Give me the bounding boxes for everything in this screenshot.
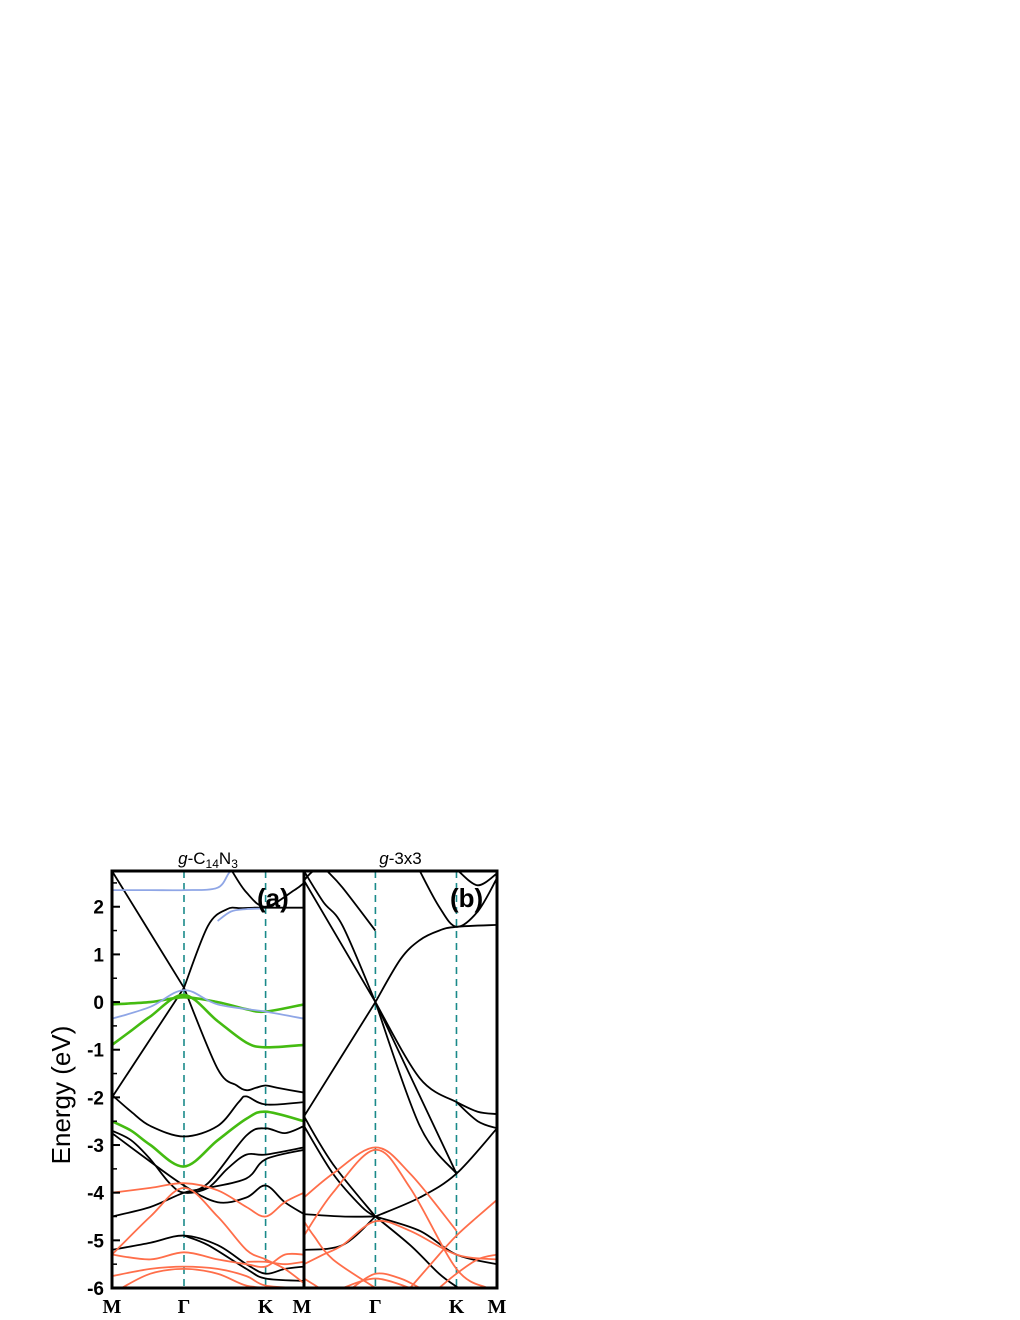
band-black-4 <box>231 871 304 908</box>
title-sub1: 14 <box>206 857 220 871</box>
band-orange-21 <box>304 1148 488 1288</box>
panel-b: Γ K M (b) g-3x3 <box>302 849 507 1318</box>
title-sub2: 3 <box>231 857 238 871</box>
ytick-label: 2 <box>93 898 104 919</box>
band-black-9 <box>326 871 377 932</box>
band-orange-23 <box>246 1260 304 1266</box>
band-black-2 <box>183 906 304 989</box>
band-black-6 <box>456 1101 497 1115</box>
band-black-10 <box>112 1234 304 1275</box>
band-green-14 <box>112 1110 304 1168</box>
band-blue-16 <box>217 907 262 922</box>
band-orange-18 <box>112 1182 304 1218</box>
ytick-label: -5 <box>87 1231 104 1252</box>
panel-letter: (b) <box>450 883 483 913</box>
band-black-3 <box>374 1001 457 1103</box>
panel-title: g-3x3 <box>379 849 422 868</box>
title-prefix: g <box>379 849 389 868</box>
ytick-label: -4 <box>87 1184 104 1205</box>
band-black-8 <box>112 1132 304 1215</box>
kpoint-label-Γ: Γ <box>178 1296 191 1318</box>
panel-letter: (a) <box>257 883 289 913</box>
title-mid: N <box>219 849 231 868</box>
band-blue-17 <box>112 989 304 1020</box>
band-orange-25 <box>342 1277 411 1288</box>
band-black-3 <box>183 987 304 1094</box>
y-ticks: 2 1 0 -1 -2 -3 -4 -5 -6 <box>87 882 120 1300</box>
band-black-7 <box>455 1101 497 1130</box>
band-orange-26 <box>409 1199 497 1288</box>
kpoint-label-M: M <box>488 1296 507 1318</box>
panel-title: g-C14N3 <box>178 849 238 871</box>
band-black-5 <box>374 1001 458 1175</box>
band-black-9 <box>183 1125 304 1194</box>
band-orange-20 <box>304 1146 458 1232</box>
kpoint-label-K: K <box>258 1296 274 1318</box>
band-black-2 <box>374 924 497 1003</box>
bands <box>112 871 304 1288</box>
band-orange-22 <box>121 1267 276 1288</box>
band-black-4 <box>374 1001 458 1174</box>
band-black-10 <box>304 871 328 882</box>
band-black-17 <box>419 871 497 928</box>
ytick-label: 1 <box>93 945 104 966</box>
bands <box>304 871 497 1288</box>
title-rest: -C <box>188 849 206 868</box>
kpoint-label-K: K <box>449 1296 465 1318</box>
y-axis-label: Energy (eV) <box>46 1026 76 1165</box>
band-black-15 <box>304 1125 376 1218</box>
band-black-14 <box>374 1215 459 1288</box>
title-rest: -3x3 <box>389 849 422 868</box>
band-black-18 <box>457 871 497 887</box>
band-black-11 <box>304 1115 377 1218</box>
ytick-label: -6 <box>87 1279 104 1300</box>
band-black-16 <box>375 1215 497 1266</box>
title-prefix: g <box>178 849 188 868</box>
kpoint-label-Γ: Γ <box>369 1296 382 1318</box>
ytick-label: -3 <box>87 1136 104 1157</box>
band-orange-20 <box>112 1251 304 1268</box>
y-axis-title: Energy (eV) <box>46 1026 76 1165</box>
band-black-12 <box>304 1215 377 1251</box>
band-orange-22 <box>304 1219 497 1266</box>
band-black-1 <box>304 1001 377 1117</box>
band-orange-21 <box>112 1265 304 1288</box>
band-blue-15 <box>112 871 304 892</box>
kpoint-label-M: M <box>103 1296 122 1318</box>
ytick-label: -1 <box>87 1041 104 1062</box>
band-black-13 <box>375 1127 497 1218</box>
band-orange-27 <box>438 1253 497 1288</box>
band-black-0 <box>304 880 377 1003</box>
band-black-19 <box>304 1213 376 1218</box>
band-green-13 <box>112 993 304 1049</box>
band-black-5 <box>112 1094 304 1138</box>
band-black-0 <box>112 871 185 989</box>
band-black-11 <box>183 1234 304 1282</box>
band-black-8 <box>304 871 377 1003</box>
panel-frame <box>302 869 499 1290</box>
band-orange-19 <box>112 1186 304 1284</box>
ytick-label: -2 <box>87 1088 104 1109</box>
ytick-label: 0 <box>93 993 104 1014</box>
kpoint-label-M: M <box>293 1296 312 1318</box>
band-orange-23 <box>304 1220 376 1288</box>
